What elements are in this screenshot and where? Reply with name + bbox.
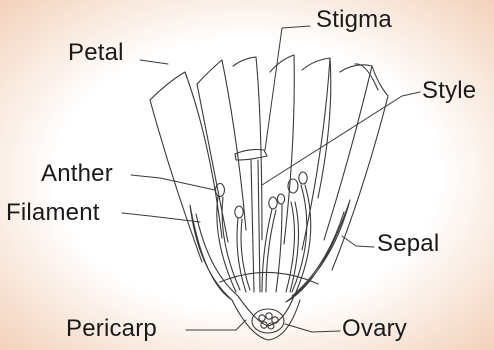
leader-lines bbox=[122, 26, 420, 332]
anther bbox=[269, 197, 277, 209]
anther bbox=[277, 194, 284, 204]
sepal-right bbox=[286, 200, 350, 302]
leader-stigma bbox=[265, 26, 310, 150]
base-inner bbox=[238, 296, 294, 326]
ovary bbox=[252, 309, 284, 333]
sepal-left bbox=[190, 205, 232, 300]
leader-petal bbox=[140, 60, 168, 64]
stigma-cap bbox=[235, 150, 267, 161]
petals bbox=[150, 55, 388, 270]
anther bbox=[216, 184, 225, 197]
label-pericarp: Pericarp bbox=[66, 317, 157, 341]
label-filament: Filament bbox=[6, 201, 100, 225]
leader-ovary bbox=[285, 324, 340, 332]
leader-pericarp bbox=[186, 320, 246, 330]
label-ovary: Ovary bbox=[342, 317, 407, 341]
leader-style bbox=[262, 92, 420, 185]
leader-filament bbox=[122, 213, 200, 222]
style-left-edge bbox=[251, 160, 254, 292]
stamens bbox=[216, 172, 311, 292]
petal-far-right-edge bbox=[355, 64, 378, 90]
anther bbox=[235, 206, 243, 218]
petal-left-mid bbox=[197, 60, 246, 230]
label-stigma: Stigma bbox=[316, 8, 392, 32]
petal-left-mid-back bbox=[197, 84, 228, 242]
label-anther: Anther bbox=[41, 162, 113, 186]
label-sepal: Sepal bbox=[377, 232, 439, 256]
label-style: Style bbox=[422, 79, 476, 103]
leader-sepal bbox=[342, 236, 374, 247]
label-petal: Petal bbox=[68, 41, 124, 65]
anther bbox=[299, 172, 307, 184]
